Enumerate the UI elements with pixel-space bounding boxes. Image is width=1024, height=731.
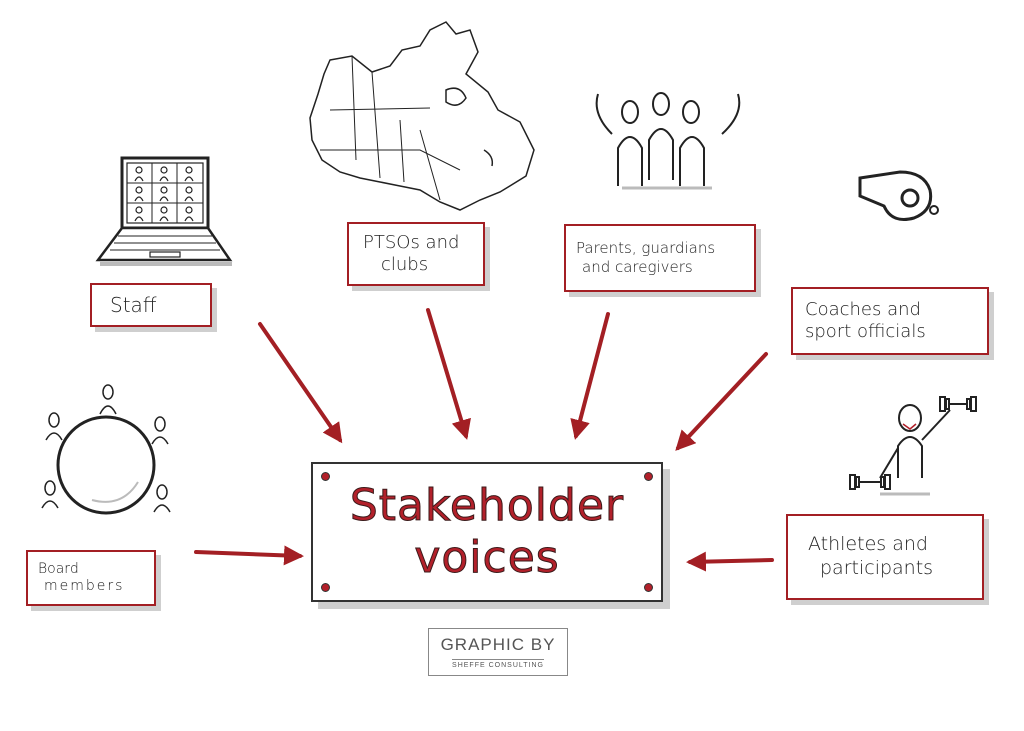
stakeholder-box-staff: Staff xyxy=(90,283,212,327)
center-title-line-1: Stakeholder xyxy=(349,480,625,532)
canada-map-icon xyxy=(309,21,535,211)
arrow-parents xyxy=(570,312,610,440)
arrow-ptsos xyxy=(426,308,471,440)
graphic-credit-badge: GRAPHIC BY SHEFFE CONSULTING xyxy=(428,628,568,676)
corner-dot xyxy=(644,472,653,481)
arrow-coaches xyxy=(675,352,768,451)
stakeholder-box-coaches: Coaches and sport officials xyxy=(791,287,989,355)
credit-line-1: GRAPHIC BY xyxy=(440,635,556,654)
stakeholder-label: PTSOs and xyxy=(363,231,460,253)
stakeholder-label: Board xyxy=(38,560,79,577)
round-table-icon xyxy=(41,384,171,515)
arrow-board xyxy=(194,545,304,566)
credit-line-2: SHEFFE CONSULTING xyxy=(452,659,544,669)
stakeholder-label: Parents, guardians xyxy=(576,239,716,258)
stakeholder-box-board: Board members xyxy=(26,550,156,606)
stakeholder-label: and caregivers xyxy=(582,258,693,276)
athlete-dumbbells-icon xyxy=(849,396,977,496)
center-stakeholder-voices-box: Stakeholder voices xyxy=(311,462,663,602)
stakeholder-label: Coaches and xyxy=(805,298,921,320)
stakeholder-label: members xyxy=(44,578,125,594)
stakeholder-label: Athletes and xyxy=(808,533,928,556)
stakeholder-box-ptsos: PTSOs and clubs xyxy=(347,222,485,286)
arrow-athletes xyxy=(686,551,774,572)
corner-dot xyxy=(321,583,330,592)
corner-dot xyxy=(321,472,330,481)
corner-dot xyxy=(644,583,653,592)
laptop-video-call-icon xyxy=(95,156,233,266)
cheering-people-icon xyxy=(595,92,741,190)
whistle-icon xyxy=(858,170,939,221)
stakeholder-label: sport officials xyxy=(805,321,926,342)
stakeholder-box-parents: Parents, guardians and caregivers xyxy=(564,224,756,292)
stakeholder-box-athletes: Athletes and participants xyxy=(786,514,984,600)
stakeholder-label: clubs xyxy=(381,254,429,275)
stakeholder-label: participants xyxy=(820,557,934,579)
stakeholder-label: Staff xyxy=(110,292,157,317)
arrow-staff xyxy=(258,322,343,444)
center-title-line-2: voices xyxy=(414,532,560,584)
